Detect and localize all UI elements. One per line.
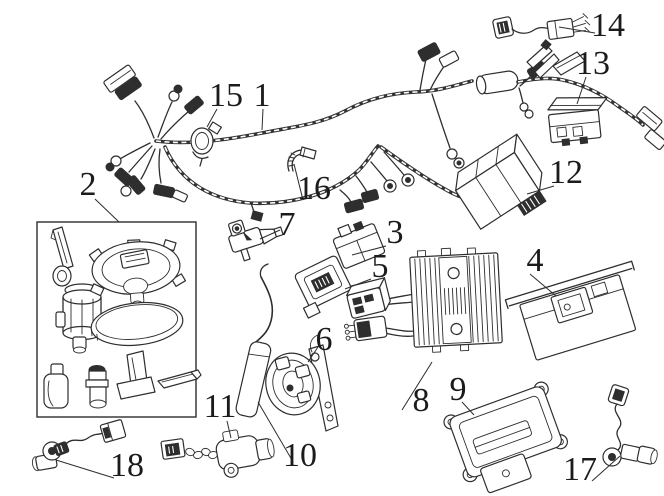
fuse-box-drawing [526, 39, 608, 147]
callout-7-label: 7 [279, 206, 296, 243]
cdi-unit-drawing [455, 133, 547, 230]
leader-11 [226, 420, 232, 439]
callout-15-label: 15 [209, 77, 243, 114]
ignition-coil-on-harness [475, 70, 519, 95]
jumper-lead-drawing [492, 13, 591, 40]
lock-set-box-drawing [36, 221, 202, 418]
callout-17-label: 17 [563, 451, 597, 488]
rubber-boot-drawing [235, 263, 274, 418]
callout-2-label: 2 [80, 166, 97, 203]
callout-labels: 1 2 3 4 5 6 7 8 9 10 11 12 13 14 15 16 1… [80, 7, 626, 488]
leader-14 [558, 26, 596, 34]
callout-8-label: 8 [413, 382, 430, 419]
ignition-switch-drawing [50, 226, 102, 354]
leader-7 [259, 229, 281, 240]
main-wiring-harness-drawing [103, 42, 664, 222]
sensor-17-drawing [602, 384, 658, 467]
callout-1-label: 1 [254, 77, 271, 114]
leader-3 [351, 245, 387, 256]
battery-drawing [504, 260, 637, 361]
leader-18 [55, 459, 115, 479]
callout-3-label: 3 [387, 214, 404, 251]
leader-12 [526, 185, 555, 195]
harness-connector [103, 64, 142, 101]
harness-clamp-drawing [190, 121, 222, 167]
seal-ring-drawing [90, 301, 184, 347]
callout-9-label: 9 [450, 371, 467, 408]
leader-5 [344, 278, 372, 290]
ecu-drawing [443, 381, 568, 494]
leader-15 [206, 108, 218, 128]
relay-drawing [332, 220, 386, 269]
callout-11-label: 11 [204, 388, 237, 425]
callout-16-label: 16 [297, 170, 331, 207]
lock-accessories-drawing [43, 350, 202, 409]
leader-8 [401, 361, 433, 411]
leader-4 [529, 273, 557, 297]
callout-18-label: 18 [110, 447, 144, 484]
callout-12-label: 12 [549, 154, 583, 191]
flasher-relay-drawing [294, 255, 352, 319]
fuse-box-bracket-drawing [526, 39, 586, 79]
callout-4-label: 4 [527, 242, 544, 279]
fuel-cap-drawing [88, 239, 187, 308]
leader-6 [307, 346, 319, 363]
horn-drawing [265, 334, 339, 432]
callout-10-label: 10 [283, 437, 317, 474]
callout-14-label: 14 [591, 7, 625, 44]
leader-13 [576, 76, 587, 105]
regulator-connectors-drawing [343, 277, 415, 342]
leader-10 [257, 401, 293, 461]
callout-13-label: 13 [576, 45, 610, 82]
leader-1 [261, 108, 264, 131]
leader-17 [591, 455, 621, 482]
leader-2 [94, 198, 120, 223]
wire-clip-drawing [287, 146, 317, 172]
regulator-rectifier-drawing [409, 247, 503, 353]
callout-6-label: 6 [316, 321, 333, 358]
leader-9 [461, 401, 475, 416]
leader-16 [293, 163, 304, 201]
callout-leader-lines [55, 26, 621, 482]
callout-5-label: 5 [372, 248, 389, 285]
switch-drawing [228, 219, 284, 262]
sensor-11-drawing [160, 429, 275, 478]
